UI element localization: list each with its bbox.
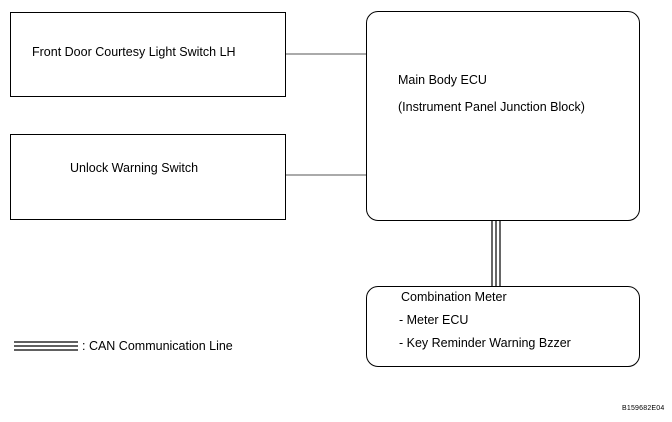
main-body-ecu-box (366, 11, 640, 221)
front-door-switch-box (10, 12, 286, 97)
main-body-ecu-title: Main Body ECU (398, 73, 487, 87)
combination-meter-item-key-reminder: - Key Reminder Warning Bzzer (399, 336, 571, 350)
combination-meter-box (366, 286, 640, 367)
front-door-switch-label: Front Door Courtesy Light Switch LH (32, 45, 236, 59)
unlock-warning-switch-label: Unlock Warning Switch (70, 161, 199, 175)
figure-code: B159682E04 (622, 405, 665, 412)
can-bus-line (491, 221, 501, 286)
legend-can-symbol (14, 341, 78, 351)
legend-can-label: : CAN Communication Line (82, 339, 233, 353)
combination-meter-title: Combination Meter (401, 290, 507, 304)
unlock-warning-switch-box (10, 134, 286, 220)
combination-meter-item-meter-ecu: - Meter ECU (399, 313, 469, 327)
main-body-ecu-subtitle: (Instrument Panel Junction Block) (398, 100, 585, 114)
